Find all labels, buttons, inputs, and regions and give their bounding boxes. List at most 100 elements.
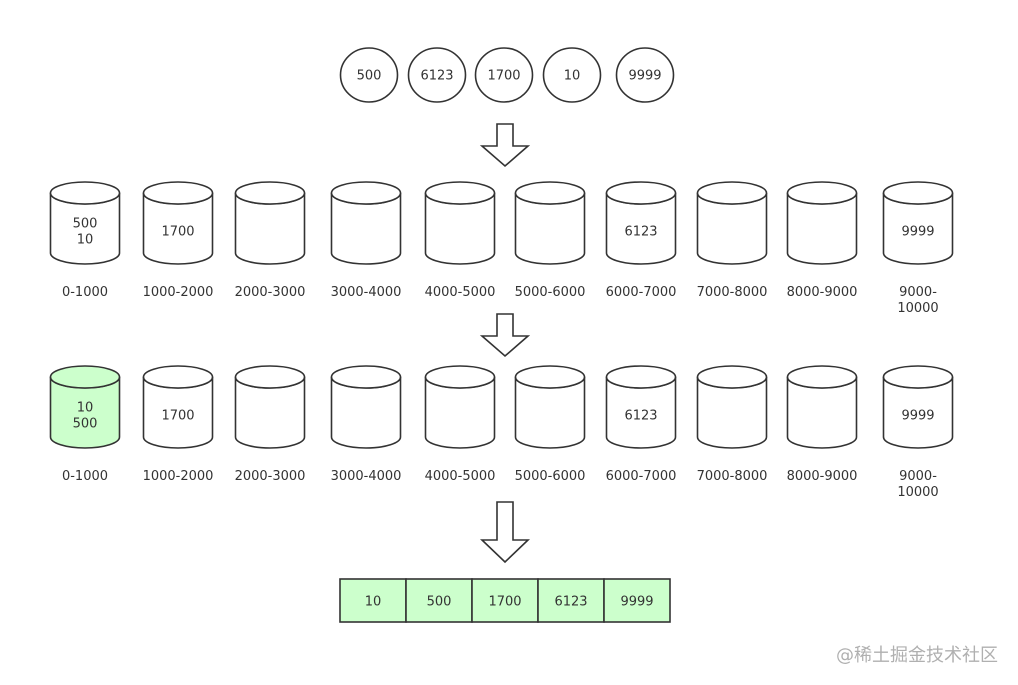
bucket-range-label: 1000-2000	[143, 469, 214, 484]
bucket-range-label: 2000-3000	[235, 285, 306, 300]
bucket: 5000-6000	[514, 365, 586, 484]
bucket: 9999 9000-10000	[882, 181, 954, 316]
bucket-cylinder-top	[142, 181, 214, 205]
bucket: 2000-3000	[234, 181, 306, 300]
bucket: 1700 1000-2000	[142, 365, 214, 484]
bucket-cylinder-top	[142, 365, 214, 389]
bucket-cylinder-top	[330, 181, 402, 205]
bucket-range-label: 6000-7000	[606, 469, 677, 484]
bucket-range-label: 9000-	[899, 469, 937, 484]
output-cell-text: 6123	[554, 595, 587, 610]
bucket-cylinder-top	[424, 181, 496, 205]
output-cell-text: 1700	[488, 595, 521, 610]
input-value-text: 1700	[487, 69, 520, 84]
bucket-range-label: 8000-9000	[787, 285, 858, 300]
bucket-cylinder-top	[424, 365, 496, 389]
bucket-range-label: 2000-3000	[235, 469, 306, 484]
bucket-range-label: 0-1000	[62, 469, 108, 484]
output-cell	[405, 578, 473, 623]
bucket-cylinder-top	[605, 365, 677, 389]
bucket-range-label: 10000	[897, 301, 938, 316]
bucket-cylinder-top	[49, 181, 121, 205]
bucket-range-label: 3000-4000	[331, 469, 402, 484]
bucket-cylinder-top	[696, 181, 768, 205]
arrow-down-3	[480, 501, 530, 564]
output-cell	[537, 578, 605, 623]
input-value-text: 500	[357, 69, 382, 84]
output-cell-text: 10	[365, 595, 382, 610]
bucket-cylinder-top	[882, 365, 954, 389]
output-cell	[471, 578, 539, 623]
bucket-cylinder-top	[696, 365, 768, 389]
input-value-circle	[407, 47, 467, 103]
bucket-cylinder-top	[330, 365, 402, 389]
bucket-item-text: 10	[77, 233, 94, 248]
output-cell	[603, 578, 671, 623]
bucket-range-label: 7000-8000	[697, 469, 768, 484]
bucket-cylinder-top	[786, 181, 858, 205]
bucket-range-label: 0-1000	[62, 285, 108, 300]
output-cell-text: 9999	[620, 595, 653, 610]
bucket-range-label: 4000-5000	[425, 285, 496, 300]
bucket-item-text: 1700	[161, 225, 194, 240]
bucket-cylinder-top	[514, 181, 586, 205]
input-value-text: 9999	[628, 69, 661, 84]
bucket-range-label: 1000-2000	[143, 285, 214, 300]
bucket: 6123 6000-7000	[605, 181, 677, 300]
bucket-range-label: 7000-8000	[697, 285, 768, 300]
input-value-circle	[339, 47, 399, 103]
input-values-row: 500 6123 1700 10 9999	[339, 47, 675, 103]
bucket: 8000-9000	[786, 181, 858, 300]
bucket-item-text: 500	[73, 217, 98, 232]
arrow-down-icon	[479, 123, 531, 168]
bucket-range-label: 3000-4000	[331, 285, 402, 300]
bucket-item-text: 1700	[161, 409, 194, 424]
bucket-item-text: 500	[73, 417, 98, 432]
arrow-down-icon	[479, 313, 531, 358]
input-value-circle	[474, 47, 534, 103]
bucket-range-label: 8000-9000	[787, 469, 858, 484]
bucket-range-label: 5000-6000	[515, 469, 586, 484]
bucket-range-label: 4000-5000	[425, 469, 496, 484]
input-value-circle	[542, 47, 602, 103]
bucket-range-label: 5000-6000	[515, 285, 586, 300]
arrow-down-2	[479, 313, 531, 358]
bucket-cylinder-top	[605, 181, 677, 205]
output-array: 10 500 1700 6123 9999	[339, 578, 671, 623]
bucket-cylinder-top	[882, 181, 954, 205]
bucket: 4000-5000	[424, 365, 496, 484]
bucket-cylinder-top	[234, 365, 306, 389]
bucket-cylinder-top	[514, 365, 586, 389]
bucket-cylinder-top	[786, 365, 858, 389]
input-value-text: 6123	[420, 69, 453, 84]
input-value-text: 10	[564, 69, 581, 84]
bucket-range-label: 6000-7000	[606, 285, 677, 300]
bucket: 3000-4000	[330, 365, 402, 484]
output-cell-text: 500	[427, 595, 452, 610]
output-cell	[339, 578, 407, 623]
bucket: 4000-5000	[424, 181, 496, 300]
bucket-range-label: 10000	[897, 485, 938, 500]
input-value-circle	[615, 47, 675, 103]
bucket-item-text: 6123	[624, 225, 657, 240]
bucket: 3000-4000	[330, 181, 402, 300]
arrow-down-1	[479, 123, 531, 168]
bucket-item-text: 9999	[901, 409, 934, 424]
bucket: 2000-3000	[234, 365, 306, 484]
arrow-down-icon	[480, 501, 530, 564]
bucket: 5000-6000	[514, 181, 586, 300]
bucket-range-label: 9000-	[899, 285, 937, 300]
watermark: @稀土掘金技术社区	[836, 645, 998, 666]
bucket: 1700 1000-2000	[142, 181, 214, 300]
bucket: 7000-8000	[696, 181, 768, 300]
bucket: 8000-9000	[786, 365, 858, 484]
bucket-item-text: 10	[77, 401, 94, 416]
bucket-item-text: 9999	[901, 225, 934, 240]
bucket-cylinder-top	[234, 181, 306, 205]
bucket: 9999 9000-10000	[882, 365, 954, 500]
bucket: 7000-8000	[696, 365, 768, 484]
